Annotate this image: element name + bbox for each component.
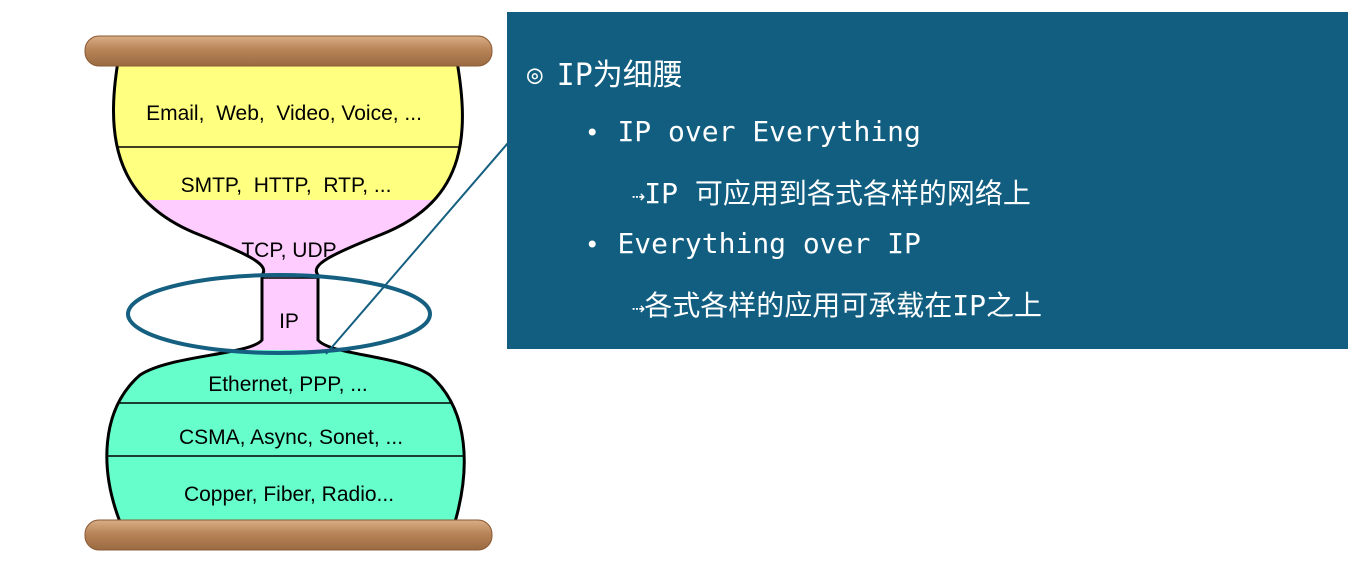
sub-1-text: IP 可应用到各式各样的网络上 [644,177,1031,210]
layer-protocols-fill [106,147,465,200]
layer-datalink-label: Ethernet, PPP, ... [208,373,368,396]
layer-ip-label: IP [279,310,299,333]
layer-application-label: Email, Web, Video, Voice, ... [146,102,422,125]
layer-physical-label: Copper, Fiber, Radio... [184,483,394,506]
bullet-dot-icon: • [585,119,600,147]
bullet-dot-icon: • [585,231,600,259]
dashed-arrow-icon: ⇢ [632,296,645,321]
layer-transport-label: TCP, UDP [241,239,336,262]
bullet-line-2: • Everything over IP [585,227,921,260]
double-circle-bullet-icon: ◎ [527,60,543,90]
panel-title: IP为细腰 [556,58,683,93]
layer-mac-label: CSMA, Async, Sonet, ... [179,426,403,449]
layer-protocols-label: SMTP, HTTP, RTP, ... [181,174,392,197]
hourglass-diagram: Email, Web, Video, Voice, ... SMTP, HTTP… [84,35,515,551]
sub-line-1: ⇢IP 可应用到各式各样的网络上 [632,172,1031,212]
bullet-line-1: • IP over Everything [585,115,921,148]
panel-title-line: ◎ IP为细腰 [527,50,683,94]
sub-line-2: ⇢各式各样的应用可承载在IP之上 [632,284,1042,324]
ip-waist-ellipse [126,273,432,355]
bullet-1-text: IP over Everything [617,115,921,148]
callout-panel: ◎IP为细腰 •IP over Everything ⇢IP 可应用到各式各样的… [507,12,1348,349]
bottom-wood-cap [84,519,493,551]
layer-physical-fill [106,456,465,522]
callout-connector-line [325,135,515,355]
layer-mac-fill [106,403,465,456]
dashed-arrow-icon: ⇢ [632,184,645,209]
sub-2-text: 各式各样的应用可承载在IP之上 [644,289,1042,322]
bullet-2-text: Everything over IP [617,227,921,260]
top-wood-cap [84,35,493,67]
